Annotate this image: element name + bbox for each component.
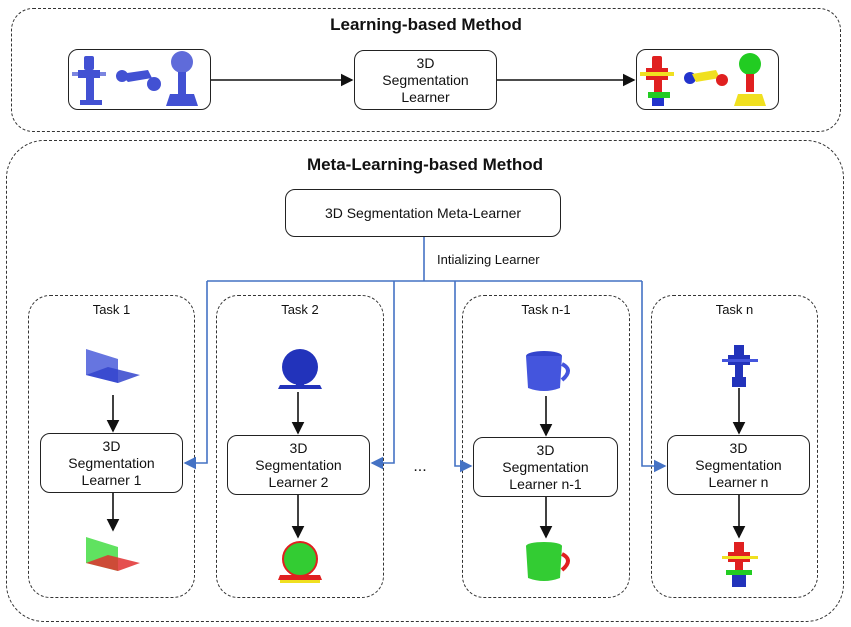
mug-segmented-point-cloud [526, 542, 570, 581]
task-title: Task 2 [281, 302, 319, 317]
task-title: Task n [715, 302, 754, 317]
segmentation-learner-box: 3D Segmentation Learner [354, 50, 497, 110]
init-arrow [641, 281, 667, 473]
init-arrow [454, 281, 473, 473]
segmented-point-clouds [640, 53, 766, 106]
globe-segmented-point-cloud [278, 541, 322, 583]
laptop-segmented-point-cloud [86, 537, 140, 571]
task-box [216, 295, 384, 598]
learning-section-title: Learning-based Method [330, 15, 522, 34]
task-box [28, 295, 195, 598]
task-box [462, 295, 630, 598]
meta-learning-section [6, 140, 844, 622]
init-arrow [183, 281, 208, 470]
task-learner-box: 3D Segmentation Learner n [667, 435, 810, 495]
task-learner-box: 3D Segmentation Learner 1 [40, 433, 183, 493]
learning-section [11, 8, 841, 132]
task-title: Task n-1 [521, 302, 571, 317]
globe-point-cloud [278, 349, 322, 389]
laptop-point-cloud [86, 349, 140, 383]
task-learner-box: 3D Segmentation Learner n-1 [473, 437, 618, 497]
task-box [651, 295, 818, 598]
meta-learner-box: 3D Segmentation Meta-Learner [285, 189, 561, 237]
lamp-point-cloud [722, 345, 758, 387]
lamp-segmented-point-cloud [722, 542, 758, 587]
task-learner-box: 3D Segmentation Learner 2 [227, 435, 370, 495]
meta-learning-section-title: Meta-Learning-based Method [306, 155, 544, 174]
input-point-clouds [72, 51, 198, 106]
initializing-learner-label: Intializing Learner [437, 252, 540, 267]
mug-point-cloud [526, 351, 570, 391]
task-title: Task 1 [92, 302, 131, 317]
ellipsis: ... [413, 458, 427, 475]
init-arrow [370, 281, 395, 470]
